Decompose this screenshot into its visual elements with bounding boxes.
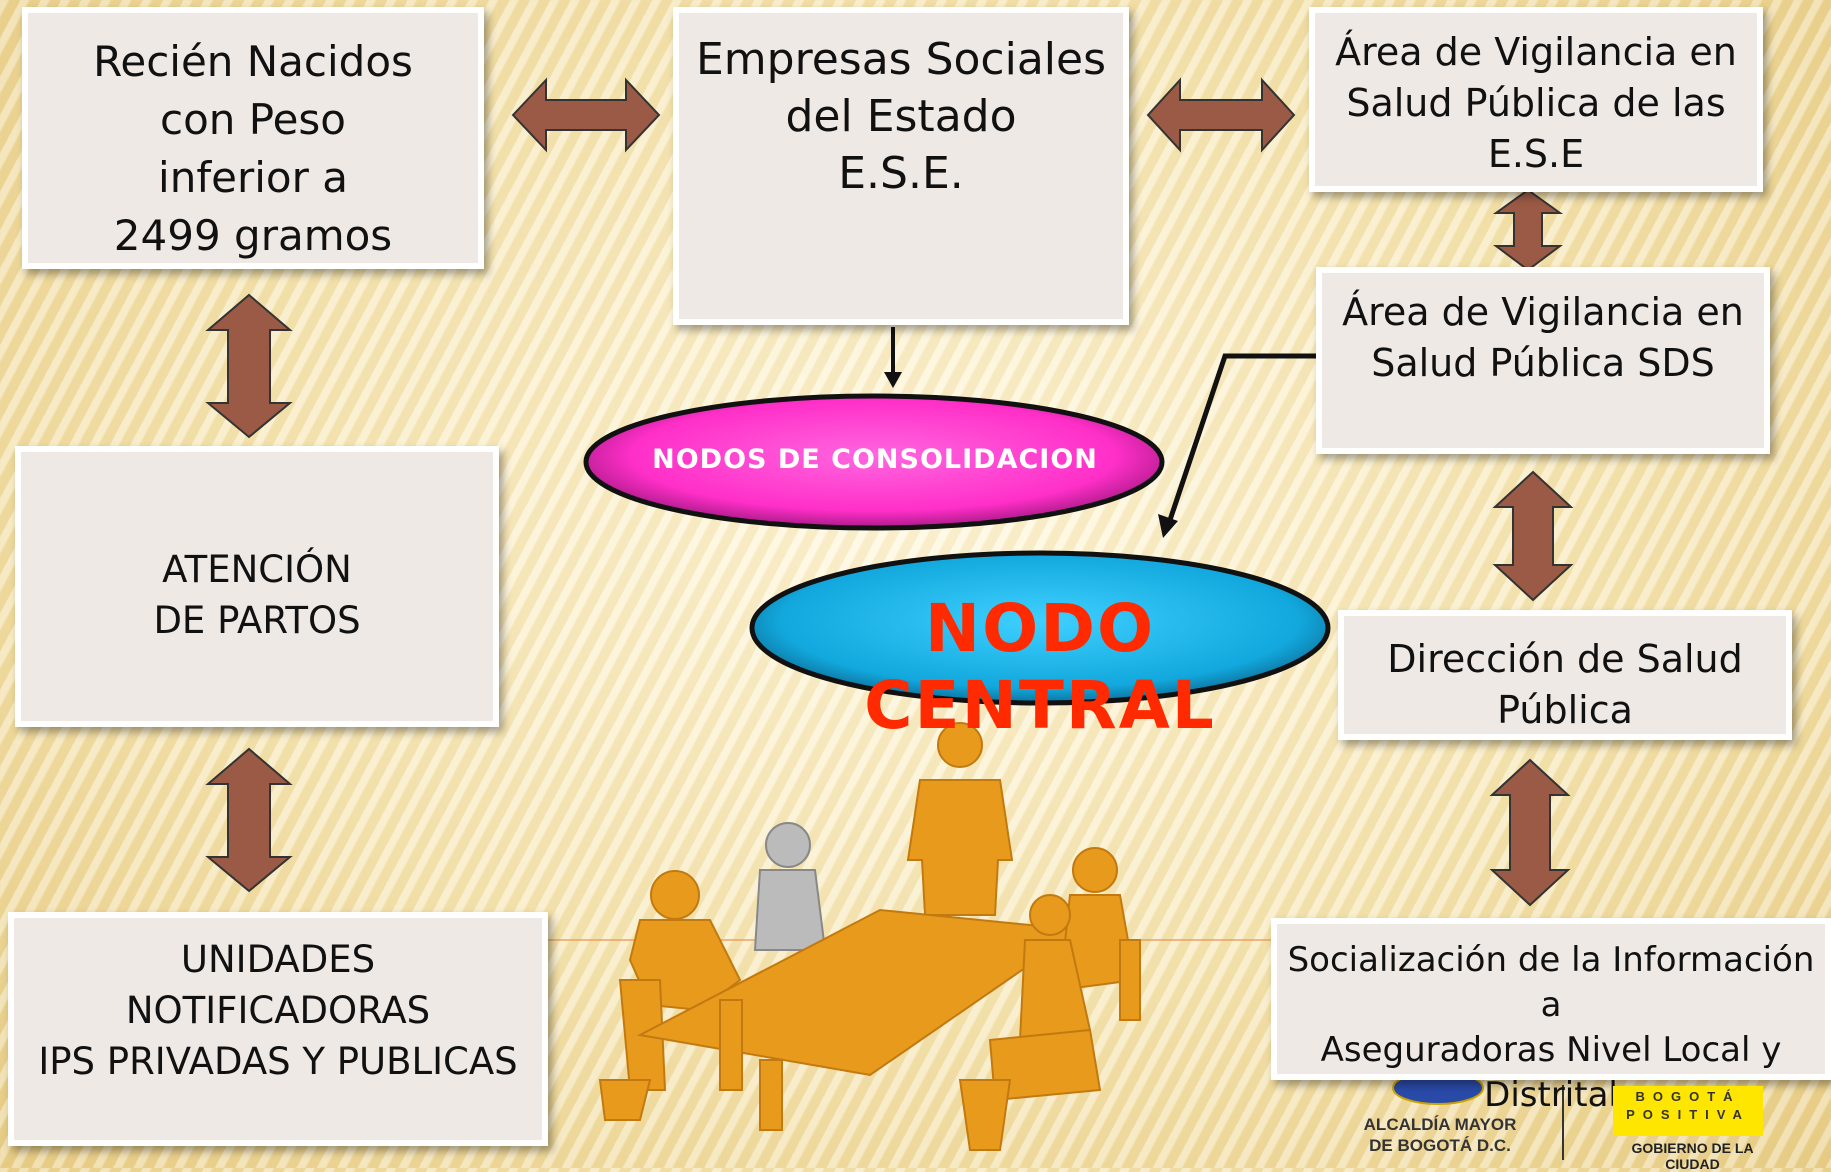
avsp-sds-text: Área de Vigilancia en Salud Pública SDS bbox=[1342, 290, 1744, 385]
unidades-text: UNIDADES NOTIFICADORAS IPS PRIVADAS Y PU… bbox=[38, 938, 518, 1083]
double-arrow-avsp-ese-sds bbox=[1492, 188, 1564, 272]
gobierno-ciudad-text: GOBIERNO DE LA CIUDAD bbox=[1631, 1140, 1754, 1172]
box-recien-nacidos: Recién Nacidos con Peso inferior a 2499 … bbox=[22, 7, 484, 269]
consolidacion-ellipse bbox=[583, 393, 1165, 531]
box-empresas-sociales: Empresas Sociales del Estado E.S.E. bbox=[673, 7, 1129, 325]
nodos-consolidacion-label: NODOS DE CONSOLIDACION bbox=[652, 444, 1098, 475]
box-direccion-salud: Dirección de Salud Pública bbox=[1338, 610, 1792, 740]
box-atencion-partos: ATENCIÓN DE PARTOS bbox=[15, 446, 499, 727]
avsp-ese-text: Área de Vigilancia en Salud Pública de l… bbox=[1335, 30, 1737, 176]
nodo-central-label: NODO CENTRAL bbox=[864, 590, 1216, 744]
atencion-partos-text: ATENCIÓN DE PARTOS bbox=[153, 548, 361, 642]
box-socializacion: Socialización de la Información a Asegur… bbox=[1271, 918, 1831, 1115]
ese-text: Empresas Sociales del Estado E.S.E. bbox=[695, 34, 1107, 199]
meeting-illustration bbox=[598, 722, 1141, 1151]
double-arrow-partos-unidades bbox=[205, 747, 293, 893]
alcaldia-logo-text: ALCALDÍA MAYOR DE BOGOTÁ D.C. bbox=[1363, 1115, 1517, 1155]
arrow-ese-to-consolidacion bbox=[884, 327, 902, 388]
arrow-sds-to-central bbox=[1158, 353, 1316, 538]
recien-nacidos-text: Recién Nacidos con Peso inferior a 2499 … bbox=[93, 37, 413, 260]
central-ellipse bbox=[749, 550, 1331, 706]
box-unidades-notificadoras: UNIDADES NOTIFICADORAS IPS PRIVADAS Y PU… bbox=[8, 912, 548, 1146]
double-arrow-rn-ese bbox=[511, 77, 661, 153]
double-arrow-ese-avsp bbox=[1146, 77, 1296, 153]
box-vigilancia-sds: Área de Vigilancia en Salud Pública SDS bbox=[1316, 267, 1770, 454]
socializacion-text: Socialización de la Información a Asegur… bbox=[1287, 940, 1815, 1115]
box-vigilancia-ese: Área de Vigilancia en Salud Pública de l… bbox=[1309, 7, 1763, 192]
double-arrow-dsp-soc bbox=[1489, 758, 1571, 907]
bogota-positiva-logo: BOGOTÁ POSITIVA bbox=[1613, 1086, 1763, 1136]
double-arrow-rn-partos bbox=[205, 293, 293, 439]
double-arrow-sds-dsp bbox=[1492, 470, 1574, 602]
direccion-salud-text: Dirección de Salud Pública bbox=[1387, 637, 1743, 732]
